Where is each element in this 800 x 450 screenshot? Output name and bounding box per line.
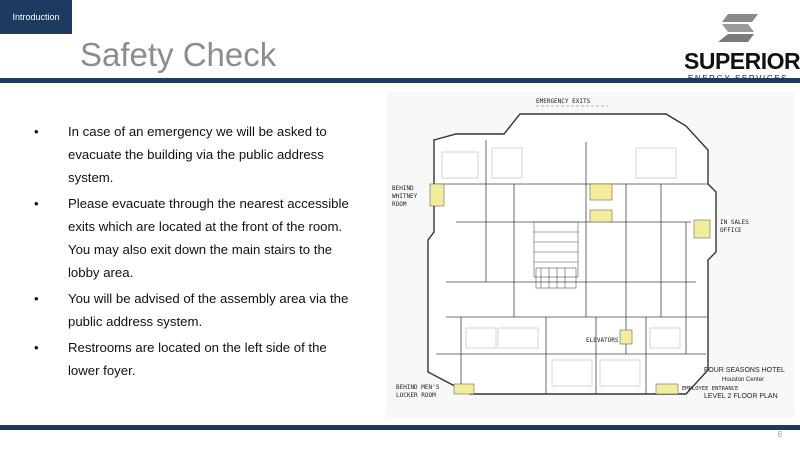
- bullet-list: •In case of an emergency we will be aske…: [30, 120, 355, 385]
- slide-title: Safety Check: [80, 36, 277, 73]
- plan-label-in-sales: IN SALES: [720, 219, 749, 226]
- svg-text:LOCKER ROOM: LOCKER ROOM: [396, 392, 436, 399]
- plan-label-emergency-exits: EMERGENCY EXITS: [536, 98, 591, 105]
- svg-text:WHITNEY: WHITNEY: [392, 193, 418, 200]
- logo-wordmark: SUPERIOR: [684, 48, 800, 74]
- plan-label-elevators: ELEVATORS: [586, 337, 619, 344]
- floor-plan-image: EMERGENCY EXITS BEHIND WHITNEY ROOM IN S…: [386, 92, 794, 418]
- bullet-item: •Please evacuate through the nearest acc…: [34, 196, 349, 280]
- plan-hotel-name: FOUR SEASONS HOTEL: [704, 367, 785, 374]
- bullet-item: •Restrooms are located on the left side …: [34, 340, 327, 378]
- footer-rule: [0, 425, 800, 430]
- svg-text:OFFICE: OFFICE: [720, 227, 742, 234]
- section-tag: Introduction: [0, 0, 72, 34]
- plan-label-behind-whitney: BEHIND: [392, 185, 414, 192]
- plan-label-employee-entrance: EMPLOYEE ENTRANCE: [682, 386, 738, 392]
- page-number: 6: [777, 430, 782, 439]
- plan-level: LEVEL 2 FLOOR PLAN: [704, 393, 778, 400]
- plan-hotel-sub: Houston Center: [722, 377, 764, 383]
- logo-mark-icon: [718, 14, 758, 42]
- svg-text:ROOM: ROOM: [392, 201, 407, 208]
- company-logo: SUPERIOR ENERGY SERVICES: [684, 14, 800, 86]
- bullet-item: •You will be advised of the assembly are…: [34, 291, 349, 329]
- plan-label-behind-mens: BEHIND MEN'S: [396, 384, 440, 391]
- header-rule: [0, 78, 800, 83]
- bullet-item: •In case of an emergency we will be aske…: [34, 124, 327, 185]
